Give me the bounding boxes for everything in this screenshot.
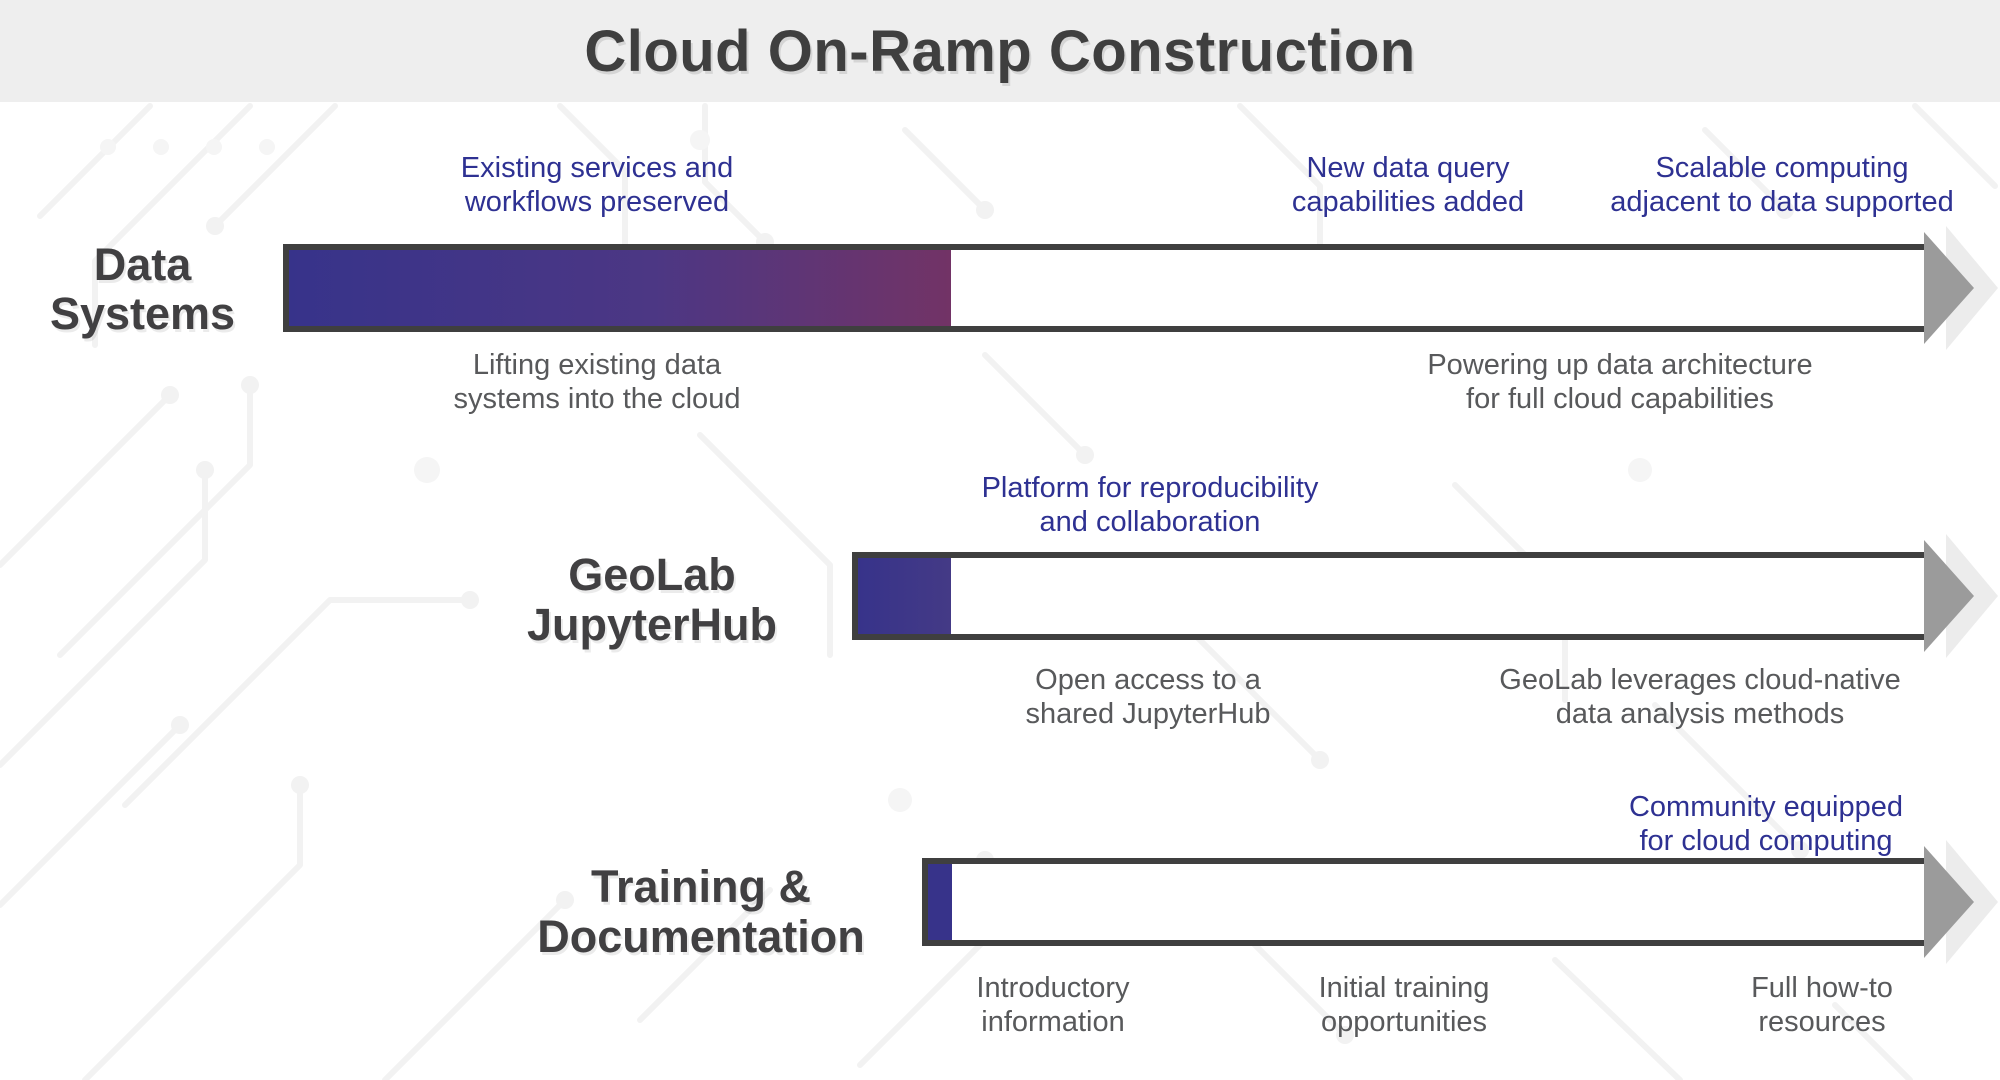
row-label-geolab-jupyterhub: GeoLab JupyterHub [526,549,778,650]
caption-geolab-cloud-native: GeoLab leverages cloud-native data analy… [1499,664,1901,730]
caption-lifting-existing-data: Lifting existing data systems into the c… [453,349,741,415]
milestone-label-new-data-query: New data query capabilities added [1291,152,1525,218]
arrow-icon [1924,226,1998,350]
caption-full-howto-resources: Full how-to resources [1751,972,1893,1038]
title-band: Cloud On-Ramp Construction [0,0,2000,102]
milestone-label-existing-services: Existing services and workflows preserve… [460,152,734,218]
caption-open-access-jupyterhub: Open access to a shared JupyterHub [1025,664,1271,730]
milestone-label-platform-reproducibility: Platform for reproducibility and collabo… [981,472,1319,538]
progress-bar-geolab-jupyterhub [852,552,1924,640]
caption-introductory-information: Introductory information [976,972,1130,1038]
arrow-head-icon [1924,232,1974,344]
arrow-icon [1924,534,1998,658]
row-label-training-documentation: Training & Documentation [537,861,865,962]
caption-initial-training: Initial training opportunities [1318,972,1490,1038]
progress-fill-training-documentation [928,864,952,940]
caption-powering-up-architecture: Powering up data architecture for full c… [1427,349,1813,415]
milestone-label-scalable-computing: Scalable computing adjacent to data supp… [1610,152,1954,218]
progress-fill-geolab-jupyterhub [858,558,951,634]
progress-fill-data-systems [289,250,952,326]
arrow-icon [1924,840,1998,964]
arrow-head-icon [1924,846,1974,958]
page-title: Cloud On-Ramp Construction [584,18,1416,84]
progress-bar-training-documentation [922,858,1924,946]
arrow-head-icon [1924,540,1974,652]
row-label-data-systems: Data Systems [49,239,236,339]
progress-bar-data-systems [283,244,1924,332]
milestone-label-community-equipped: Community equipped for cloud computing [1628,791,1904,857]
